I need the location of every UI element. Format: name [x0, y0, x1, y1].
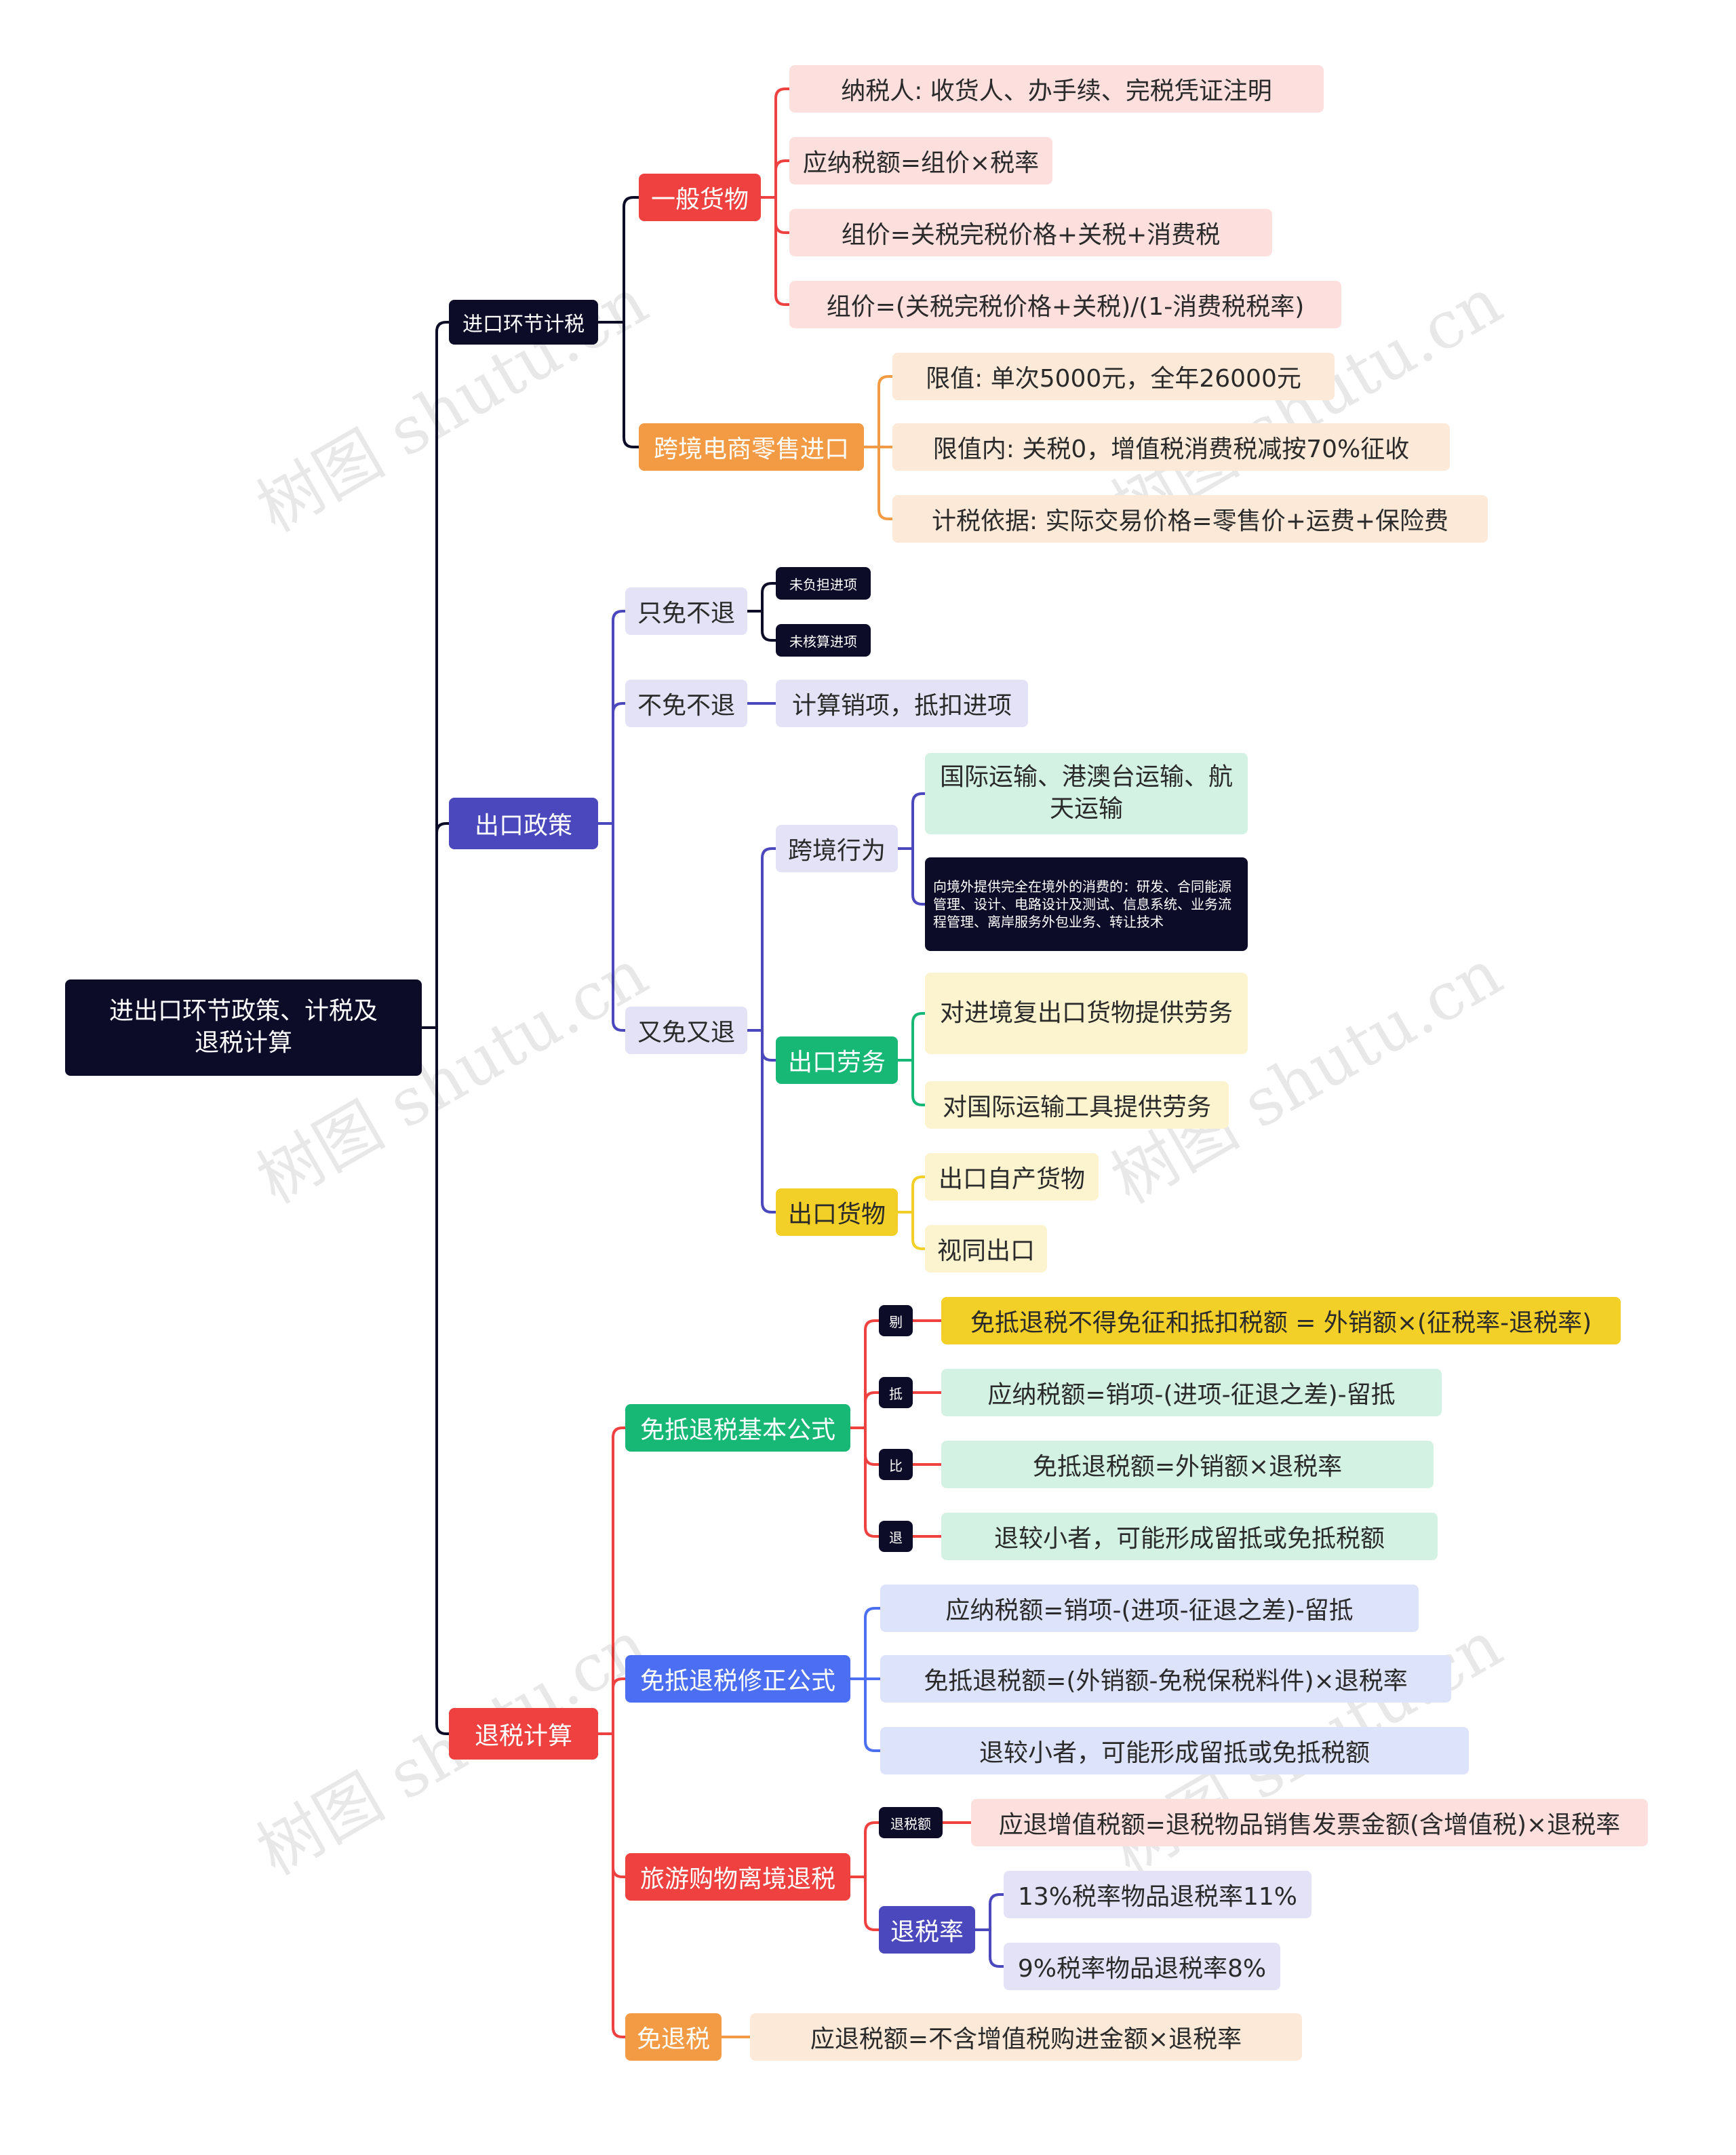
connector-line — [597, 1426, 627, 2038]
export-goods-node[interactable]: 出口货物 — [776, 1188, 898, 1236]
export-labor-item[interactable]: 对进境复出口货物提供劳务 — [925, 973, 1248, 1054]
connector-line — [597, 196, 640, 448]
ecommerce-item[interactable]: 限值: 单次5000元，全年26000元 — [892, 353, 1335, 400]
cross-border-item[interactable]: 国际运输、港澳台运输、航天运输 — [925, 753, 1248, 834]
connector-line — [896, 1012, 926, 1106]
tourism-refund-node[interactable]: 旅游购物离境退税 — [625, 1853, 850, 1901]
refund-rate-node[interactable]: 退税率 — [879, 1906, 975, 1954]
ecommerce-item[interactable]: 计税依据: 实际交易价格=零售价+运费+保险费 — [892, 495, 1488, 543]
ecommerce-item[interactable]: 限值内: 关税0，增值税消费税减按70%征收 — [892, 423, 1450, 471]
revised-formula-node[interactable]: 免抵退税修正公式 — [625, 1655, 850, 1703]
exempt-refund-node[interactable]: 又免又退 — [625, 1007, 747, 1054]
connector-line — [863, 375, 894, 520]
revised-formula-item[interactable]: 免抵退税额=(外销额-免税保税料件)×退税率 — [880, 1655, 1451, 1703]
basic-formula-item[interactable]: 退较小者，可能形成留抵或免抵税额 — [941, 1513, 1438, 1560]
basic-tag[interactable]: 退 — [879, 1521, 913, 1552]
revised-formula-item[interactable]: 退较小者，可能形成留抵或免抵税额 — [880, 1727, 1469, 1774]
export-goods-item[interactable]: 出口自产货物 — [925, 1153, 1099, 1201]
refund-rate-item[interactable]: 13%税率物品退税率11% — [1004, 1871, 1311, 1918]
general-goods-node[interactable]: 一般货物 — [639, 174, 761, 221]
connector-line — [849, 1821, 880, 1931]
connector-line — [746, 582, 777, 642]
connector-line — [896, 1176, 926, 1250]
exempt-refund-tax-node[interactable]: 免退税 — [625, 2013, 722, 2061]
exempt-only-node[interactable]: 只免不退 — [625, 587, 747, 635]
connector-line — [760, 88, 791, 306]
connector-line — [896, 792, 926, 906]
basic-formula-node[interactable]: 免抵退税基本公式 — [625, 1404, 850, 1452]
export-labor-node[interactable]: 出口劳务 — [776, 1036, 898, 1084]
connector-line — [746, 847, 777, 1214]
basic-tag[interactable]: 比 — [879, 1449, 913, 1480]
basic-tag[interactable]: 剔 — [879, 1305, 913, 1336]
connector-line — [849, 1607, 882, 1752]
general-goods-item[interactable]: 组价=(关税完税价格+关税)/(1-消费税税率) — [789, 281, 1341, 328]
basic-formula-item[interactable]: 应纳税额=销项-(进项-征退之差)-留抵 — [941, 1369, 1442, 1416]
refund-amount-tag[interactable]: 退税额 — [879, 1807, 943, 1838]
export-labor-item[interactable]: 对国际运输工具提供劳务 — [925, 1081, 1229, 1129]
basic-formula-item[interactable]: 免抵退税不得免征和抵扣税额 = 外销额×(征税率-退税率) — [941, 1297, 1621, 1344]
general-goods-item[interactable]: 纳税人: 收货人、办手续、完税凭证注明 — [789, 65, 1324, 113]
connector-line — [974, 1893, 1005, 1968]
general-goods-item[interactable]: 组价=关税完税价格+关税+消费税 — [789, 209, 1272, 256]
no-exempt-item[interactable]: 计算销项，抵扣进项 — [776, 680, 1028, 727]
refund-rate-item[interactable]: 9%税率物品退税率8% — [1004, 1943, 1280, 1990]
connector-line — [597, 610, 627, 1032]
cross-border-item[interactable]: 向境外提供完全在境外的消费的：研发、合同能源管理、设计、电路设计及测试、信息系统… — [925, 857, 1248, 951]
basic-tag[interactable]: 抵 — [879, 1377, 913, 1408]
refund-amount-formula[interactable]: 应退增值税额=退税物品销售发票金额(含增值税)×退税率 — [971, 1799, 1648, 1846]
import-tax-node[interactable]: 进口环节计税 — [449, 300, 598, 345]
revised-formula-item[interactable]: 应纳税额=销项-(进项-征退之差)-留抵 — [880, 1585, 1419, 1632]
exempt-only-item[interactable]: 未负担进项 — [776, 567, 871, 600]
export-goods-item[interactable]: 视同出口 — [925, 1225, 1047, 1273]
cross-border-node[interactable]: 跨境行为 — [776, 825, 898, 872]
ecommerce-import-node[interactable]: 跨境电商零售进口 — [639, 423, 864, 471]
connector-line — [849, 1319, 880, 1538]
exempt-refund-item[interactable]: 应退税额=不含增值税购进金额×退税率 — [750, 2013, 1302, 2061]
no-exempt-node[interactable]: 不免不退 — [625, 680, 747, 727]
exempt-only-item[interactable]: 未核算进项 — [776, 624, 871, 657]
general-goods-item[interactable]: 应纳税额=组价×税率 — [789, 137, 1052, 185]
basic-formula-item[interactable]: 免抵退税额=外销额×退税率 — [941, 1441, 1434, 1488]
export-policy-node[interactable]: 出口政策 — [449, 798, 598, 849]
connector-line — [420, 321, 450, 1735]
root-topic[interactable]: 进出口环节政策、计税及退税计算 — [65, 979, 422, 1076]
refund-calc-node[interactable]: 退税计算 — [449, 1708, 598, 1760]
